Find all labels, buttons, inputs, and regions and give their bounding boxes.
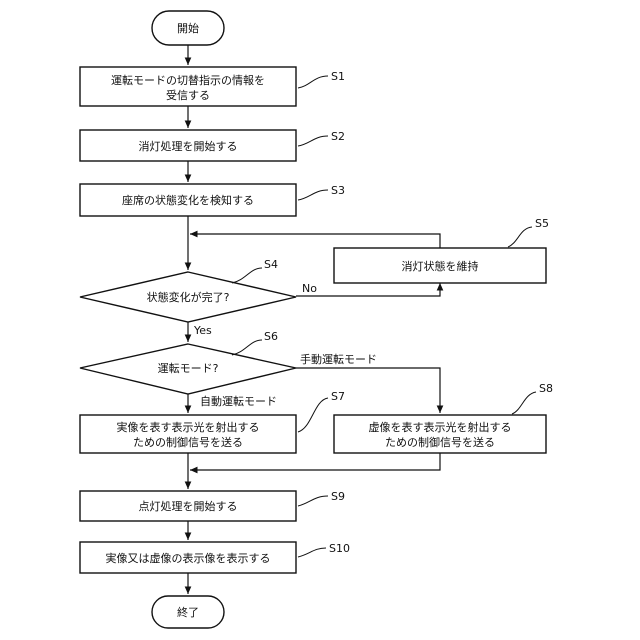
node-s3-label: 座席の状態変化を検知する — [122, 193, 254, 207]
node-s6: 運転モード? — [80, 344, 296, 394]
edge-label-manual: 手動運転モード — [300, 352, 377, 366]
edge-s5-loop — [190, 234, 440, 248]
node-s5: 消灯状態を維持 — [334, 248, 546, 283]
step-label-s8: S8 — [539, 382, 553, 395]
node-end-label: 終了 — [177, 605, 199, 619]
node-s3: 座席の状態変化を検知する — [80, 184, 296, 216]
step-label-s9: S9 — [331, 490, 345, 503]
node-s7: 実像を表す表示光を射出する ための制御信号を送る — [80, 415, 296, 453]
node-s9-label: 点灯処理を開始する — [139, 499, 238, 513]
node-start: 開始 — [152, 11, 224, 45]
node-s4-label: 状態変化が完了? — [147, 290, 230, 304]
node-s8-label-line1: 虚像を表す表示光を射出する — [369, 420, 512, 434]
node-end: 終了 — [152, 596, 224, 628]
step-leader-s10 — [298, 548, 326, 557]
node-s7-label-line2: ための制御信号を送る — [133, 435, 243, 449]
step-label-s5: S5 — [535, 217, 549, 230]
step-leader-s1 — [298, 76, 328, 88]
step-leader-s6 — [232, 340, 262, 355]
node-s5-label: 消灯状態を維持 — [402, 259, 479, 273]
step-leader-s4 — [232, 268, 262, 283]
edge-label-yes: Yes — [193, 324, 212, 337]
node-s9: 点灯処理を開始する — [80, 491, 296, 521]
node-s1-label-line1: 運転モードの切替指示の情報を — [111, 73, 265, 87]
node-s8: 虚像を表す表示光を射出する ための制御信号を送る — [334, 415, 546, 453]
step-label-s6: S6 — [264, 330, 278, 343]
step-label-s2: S2 — [331, 130, 345, 143]
node-s8-label-line2: ための制御信号を送る — [385, 435, 495, 449]
node-s7-label-line1: 実像を表す表示光を射出する — [117, 420, 260, 434]
node-start-label: 開始 — [177, 21, 199, 35]
node-s6-label: 運転モード? — [158, 362, 219, 375]
step-label-s4: S4 — [264, 258, 278, 271]
step-leader-s2 — [298, 136, 328, 146]
edge-label-auto: 自動運転モード — [200, 394, 277, 408]
step-leader-s9 — [298, 496, 328, 506]
node-s10: 実像又は虚像の表示像を表示する — [80, 542, 296, 573]
node-s4: 状態変化が完了? — [80, 272, 296, 322]
step-label-s1: S1 — [331, 70, 345, 83]
node-s2-label: 消灯処理を開始する — [139, 139, 238, 153]
edge-s8-merge — [190, 453, 440, 470]
node-s10-label: 実像又は虚像の表示像を表示する — [106, 551, 271, 565]
edge-label-no: No — [302, 282, 317, 295]
step-label-s10: S10 — [329, 542, 350, 555]
edge-s4-no-s5 — [296, 283, 440, 296]
step-label-s3: S3 — [331, 184, 345, 197]
step-leader-s7 — [298, 398, 328, 432]
step-leader-s8 — [512, 392, 536, 414]
node-s1-label-line2: 受信する — [166, 89, 210, 102]
step-leader-s3 — [298, 190, 328, 200]
step-leader-s5 — [508, 227, 532, 247]
node-s1: 運転モードの切替指示の情報を 受信する — [80, 67, 296, 106]
node-s2: 消灯処理を開始する — [80, 130, 296, 161]
step-label-s7: S7 — [331, 390, 345, 403]
